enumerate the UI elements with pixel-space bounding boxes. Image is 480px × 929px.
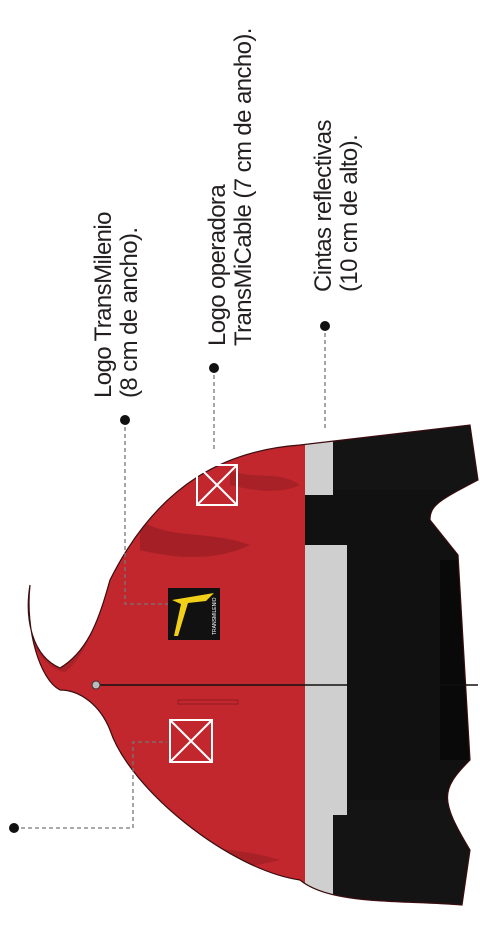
annotation-line2: (8 cm de ancho).: [117, 212, 143, 398]
annotation-line2: TransMiCable (7 cm de ancho).: [231, 28, 257, 346]
dot-chest: [9, 823, 19, 833]
dot-operadora: [209, 363, 219, 373]
transmilenio-logo: TRANSMILENIO: [168, 588, 220, 640]
dot-transmilenio: [120, 415, 130, 425]
annotation-line1: Logo TransMilenio: [91, 212, 117, 398]
jacket: [0, 380, 480, 929]
dot-cintas: [320, 321, 330, 331]
hem-shading: [440, 560, 470, 760]
annotation-line1: Logo operadora: [205, 28, 231, 346]
annotation-line2: (10 cm de alto).: [337, 120, 363, 292]
sleeve-cuff-bottom: [330, 800, 480, 929]
annotation-logo-transmilenio: Logo TransMilenio (8 cm de ancho).: [91, 212, 143, 398]
badge-text: TRANSMILENIO: [212, 597, 218, 635]
annotation-logo-operadora: Logo operadora TransMiCable (7 cm de anc…: [205, 28, 257, 346]
reflective-band-body: [305, 545, 347, 815]
annotation-cintas: Cintas reflectivas (10 cm de alto).: [311, 120, 363, 292]
jacket-red-area: [0, 380, 305, 929]
zipper-pull: [92, 681, 100, 689]
annotation-line1: Cintas reflectivas: [311, 120, 337, 292]
reflective-band-sleeve-top: [305, 425, 333, 495]
sleeve-cuff-top: [330, 380, 480, 490]
